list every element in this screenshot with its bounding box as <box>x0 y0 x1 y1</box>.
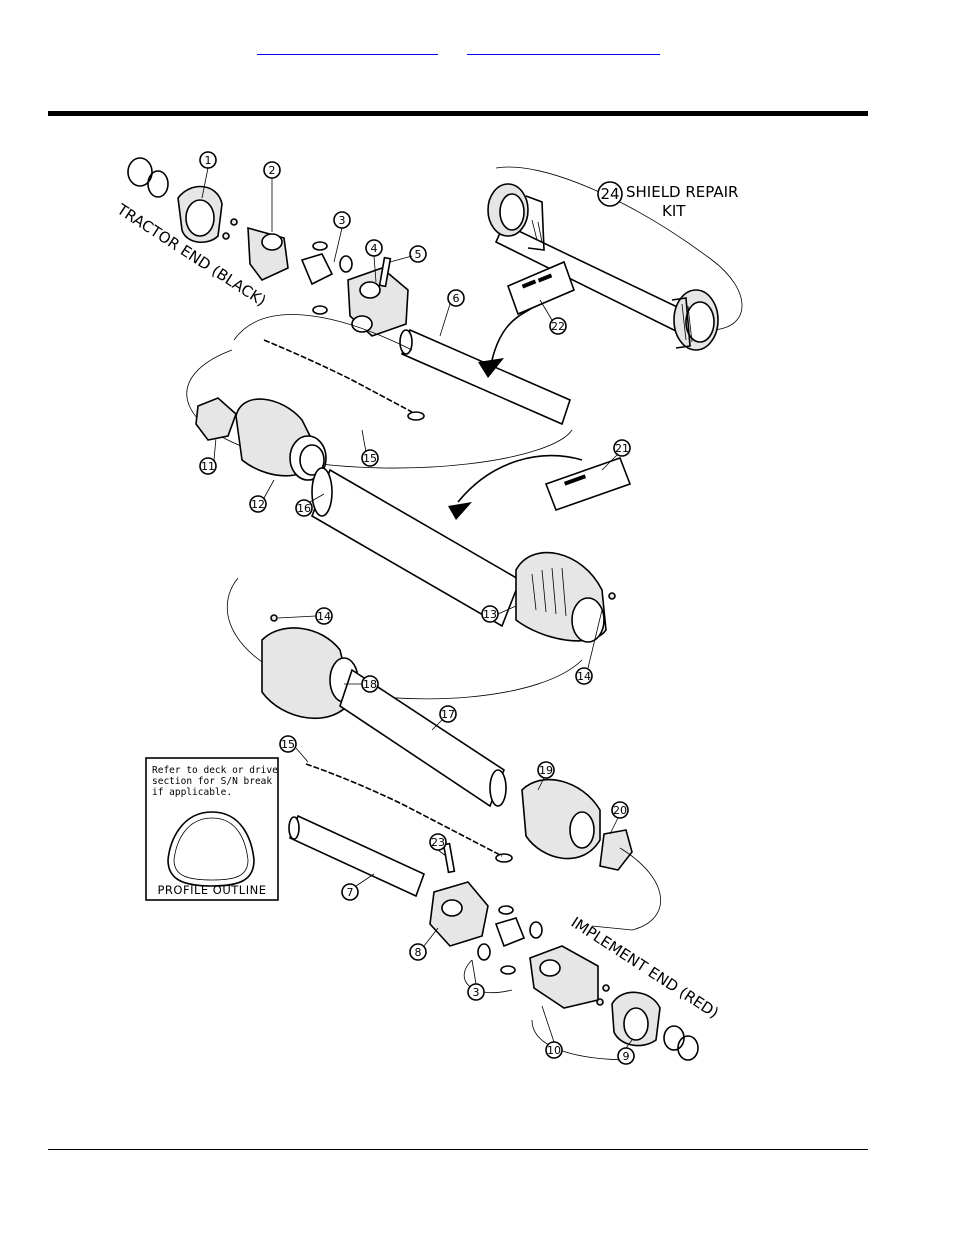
callout-15b: 15 <box>279 735 297 753</box>
callout-7: 7 <box>341 883 359 901</box>
svg-text:11: 11 <box>201 460 215 473</box>
callout-15a: 15 <box>361 449 379 467</box>
callout-2: 2 <box>263 161 281 179</box>
callout-18: 18 <box>361 675 379 693</box>
callout-21: 21 <box>613 439 631 457</box>
svg-text:6: 6 <box>453 292 460 305</box>
svg-text:3: 3 <box>339 214 346 227</box>
callout-17: 17 <box>439 705 457 723</box>
callout-19: 19 <box>537 761 555 779</box>
leader-loop-f <box>591 847 661 931</box>
svg-text:KIT: KIT <box>662 202 686 220</box>
svg-text:14: 14 <box>317 610 331 623</box>
callout-9: 9 <box>617 1047 635 1065</box>
svg-text:24: 24 <box>600 185 619 203</box>
svg-text:1: 1 <box>205 154 212 167</box>
callout-leaders <box>201 167 633 1049</box>
shield-repair-kit <box>487 166 743 351</box>
svg-text:23: 23 <box>431 836 445 849</box>
callout-3: 3 <box>333 211 351 229</box>
nav-link-1[interactable] <box>257 38 438 55</box>
footer-rule <box>48 1149 868 1150</box>
implement-yoke-assembly <box>429 881 699 1061</box>
nav-link-2[interactable] <box>467 38 660 55</box>
svg-text:section for S/N break: section for S/N break <box>152 776 272 787</box>
svg-text:21: 21 <box>615 442 629 455</box>
svg-text:22: 22 <box>551 320 565 333</box>
tractor-yoke-assembly <box>127 157 409 337</box>
svg-text:12: 12 <box>251 498 265 511</box>
safety-chain-lower <box>305 763 513 863</box>
svg-text:Refer to deck or drive: Refer to deck or drive <box>152 765 278 776</box>
svg-text:18: 18 <box>363 678 377 691</box>
callout-14a: 14 <box>315 607 333 625</box>
callout-6: 6 <box>447 289 465 307</box>
callout-bubbles: 1 2 3 4 5 6 22 11 15 12 16 21 13 14 14 1… <box>199 151 635 1065</box>
callout-4: 4 <box>365 239 383 257</box>
leader-loop-a <box>233 314 413 351</box>
svg-text:SHIELD REPAIR: SHIELD REPAIR <box>626 183 738 201</box>
callout-3b: 3 <box>467 983 485 1001</box>
svg-text:20: 20 <box>613 804 627 817</box>
shield-cone-13 <box>515 551 616 643</box>
callout-23: 23 <box>429 833 447 851</box>
exploded-parts-diagram: TRACTOR END (BLACK) IMPLEMENT END (RED) … <box>113 151 743 1065</box>
svg-text:3: 3 <box>473 986 480 999</box>
svg-text:8: 8 <box>415 946 422 959</box>
leader-loop-e <box>531 1019 633 1061</box>
svg-text:7: 7 <box>347 886 354 899</box>
inner-tube-lower <box>288 814 456 898</box>
svg-text:17: 17 <box>441 708 455 721</box>
profile-inset: Refer to deck or drive section for S/N b… <box>145 757 279 901</box>
header-rule <box>48 111 868 116</box>
svg-text:16: 16 <box>297 502 311 515</box>
shield-cone-upper <box>195 397 327 481</box>
callout-14b: 14 <box>575 667 593 685</box>
part-24-callout: 24 SHIELD REPAIR KIT <box>597 181 738 220</box>
svg-text:if applicable.: if applicable. <box>152 787 232 798</box>
svg-text:9: 9 <box>623 1050 630 1063</box>
callout-12: 12 <box>249 495 267 513</box>
svg-text:5: 5 <box>415 248 422 261</box>
safety-chain-upper <box>263 339 425 421</box>
svg-text:15: 15 <box>281 738 295 751</box>
callout-5: 5 <box>409 245 427 263</box>
outer-tube-upper <box>311 454 632 628</box>
svg-text:4: 4 <box>371 242 378 255</box>
callout-20: 20 <box>611 801 629 819</box>
svg-text:10: 10 <box>547 1044 561 1057</box>
callout-1: 1 <box>199 151 217 169</box>
svg-text:15: 15 <box>363 452 377 465</box>
svg-text:13: 13 <box>483 608 497 621</box>
callout-8: 8 <box>409 943 427 961</box>
svg-text:PROFILE OUTLINE: PROFILE OUTLINE <box>158 883 267 897</box>
callout-22: 22 <box>549 317 567 335</box>
callout-16: 16 <box>295 499 313 517</box>
svg-text:2: 2 <box>269 164 276 177</box>
callout-10: 10 <box>545 1041 563 1059</box>
callout-11: 11 <box>199 457 217 475</box>
callout-13: 13 <box>481 605 499 623</box>
lower-shield-assembly <box>261 614 633 871</box>
svg-text:19: 19 <box>539 764 553 777</box>
svg-text:14: 14 <box>577 670 591 683</box>
inner-tube-upper <box>399 260 576 426</box>
